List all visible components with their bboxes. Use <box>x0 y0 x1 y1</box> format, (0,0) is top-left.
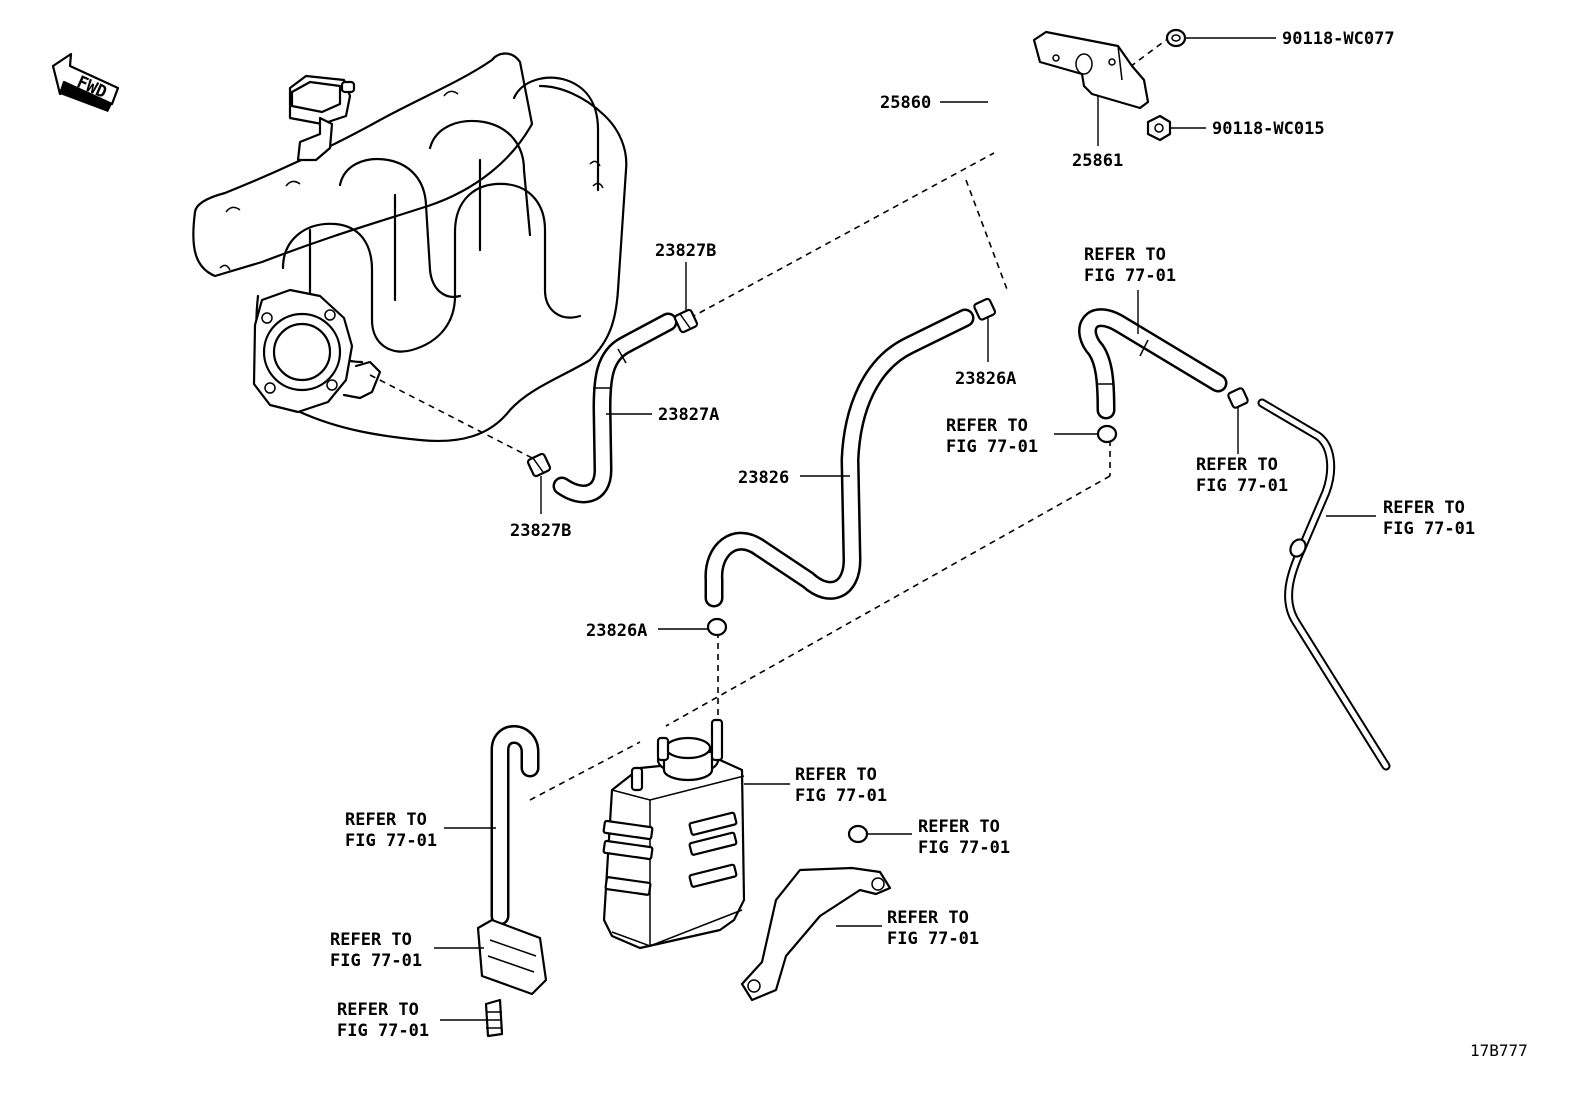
hose-refer-top <box>1078 308 1228 420</box>
svg-text:REFER TO: REFER TO <box>946 416 1028 436</box>
fwd-arrow-icon: FWD <box>51 52 120 112</box>
svg-text:REFER TO: REFER TO <box>795 765 877 785</box>
intake-manifold <box>192 52 628 443</box>
bracket-25861 <box>1032 30 1150 110</box>
refer-note-connector: REFER TO FIG 77-01 <box>330 930 422 971</box>
canister-bracket <box>740 824 892 1002</box>
callout-23827a: 23827A <box>658 405 719 425</box>
clamp-23827b-top <box>673 308 699 334</box>
refer-note-bracket: REFER TO FIG 77-01 <box>887 908 979 949</box>
charcoal-canister <box>602 718 746 950</box>
callout-23826: 23826 <box>738 468 789 488</box>
callout-25860: 25860 <box>880 93 931 113</box>
callout-23826a-top: 23826A <box>955 369 1016 389</box>
svg-text:REFER TO: REFER TO <box>1196 455 1278 475</box>
callout-23826a-bottom: 23826A <box>586 621 647 641</box>
hose-23827a <box>552 312 678 504</box>
callout-90118-wc077: 90118-WC077 <box>1282 29 1395 49</box>
refer-notes: REFER TO FIG 77-01 REFER TO FIG 77-01 RE… <box>330 245 1475 1041</box>
clamp-23827b-bottom <box>526 452 552 478</box>
connection-lines <box>369 39 1167 801</box>
refer-note-left-hose: REFER TO FIG 77-01 <box>345 810 437 851</box>
refer-note-right-clamp: REFER TO FIG 77-01 <box>1196 455 1288 496</box>
svg-text:FIG 77-01: FIG 77-01 <box>1196 476 1288 496</box>
leader-lines <box>434 37 1376 1021</box>
refer-note-right-tube: REFER TO FIG 77-01 <box>1383 498 1475 539</box>
callout-25861: 25861 <box>1072 151 1123 171</box>
svg-text:FIG 77-01: FIG 77-01 <box>337 1021 429 1041</box>
svg-text:FIG 77-01: FIG 77-01 <box>1084 266 1176 286</box>
svg-text:FIG 77-01: FIG 77-01 <box>345 831 437 851</box>
svg-text:FIG 77-01: FIG 77-01 <box>330 951 422 971</box>
clamp-23826a-top <box>973 297 997 321</box>
svg-text:REFER TO: REFER TO <box>887 908 969 928</box>
clamp-23826a-bottom <box>706 617 728 637</box>
svg-text:REFER TO: REFER TO <box>330 930 412 950</box>
callout-23827b-top: 23827B <box>655 241 716 261</box>
refer-note-top-hose: REFER TO FIG 77-01 <box>1084 245 1176 286</box>
clamp-refer-mid <box>1096 424 1118 444</box>
svg-text:FIG 77-01: FIG 77-01 <box>887 929 979 949</box>
svg-text:FIG 77-01: FIG 77-01 <box>918 838 1010 858</box>
svg-text:REFER TO: REFER TO <box>1084 245 1166 265</box>
callout-90118-wc015: 90118-WC015 <box>1212 119 1325 139</box>
refer-note-mid-clamp: REFER TO FIG 77-01 <box>946 416 1038 457</box>
hose-refer-left <box>490 725 540 926</box>
svg-text:FIG 77-01: FIG 77-01 <box>946 437 1038 457</box>
svg-text:REFER TO: REFER TO <box>918 817 1000 837</box>
callout-23827b-bottom: 23827B <box>510 521 571 541</box>
svg-text:FIG 77-01: FIG 77-01 <box>795 786 887 806</box>
figure-code: 17B777 <box>1470 1041 1528 1060</box>
clamp-refer-right <box>1227 387 1249 409</box>
svg-text:FIG 77-01: FIG 77-01 <box>1383 519 1475 539</box>
hose-connector <box>476 918 548 1038</box>
refer-note-nut: REFER TO FIG 77-01 <box>918 817 1010 858</box>
hose-23826 <box>704 308 975 608</box>
refer-note-canister: REFER TO FIG 77-01 <box>795 765 887 806</box>
callouts: 90118-WC077 25860 90118-WC015 25861 2382… <box>510 29 1395 641</box>
svg-text:REFER TO: REFER TO <box>337 1000 419 1020</box>
tube-refer-right <box>1257 398 1391 771</box>
bolt-90118-wc015 <box>1146 114 1172 142</box>
vsv-25860 <box>288 74 356 162</box>
nut-90118-wc077 <box>1165 28 1187 48</box>
refer-note-fitting: REFER TO FIG 77-01 <box>337 1000 429 1041</box>
svg-text:REFER TO: REFER TO <box>345 810 427 830</box>
svg-text:REFER TO: REFER TO <box>1383 498 1465 518</box>
